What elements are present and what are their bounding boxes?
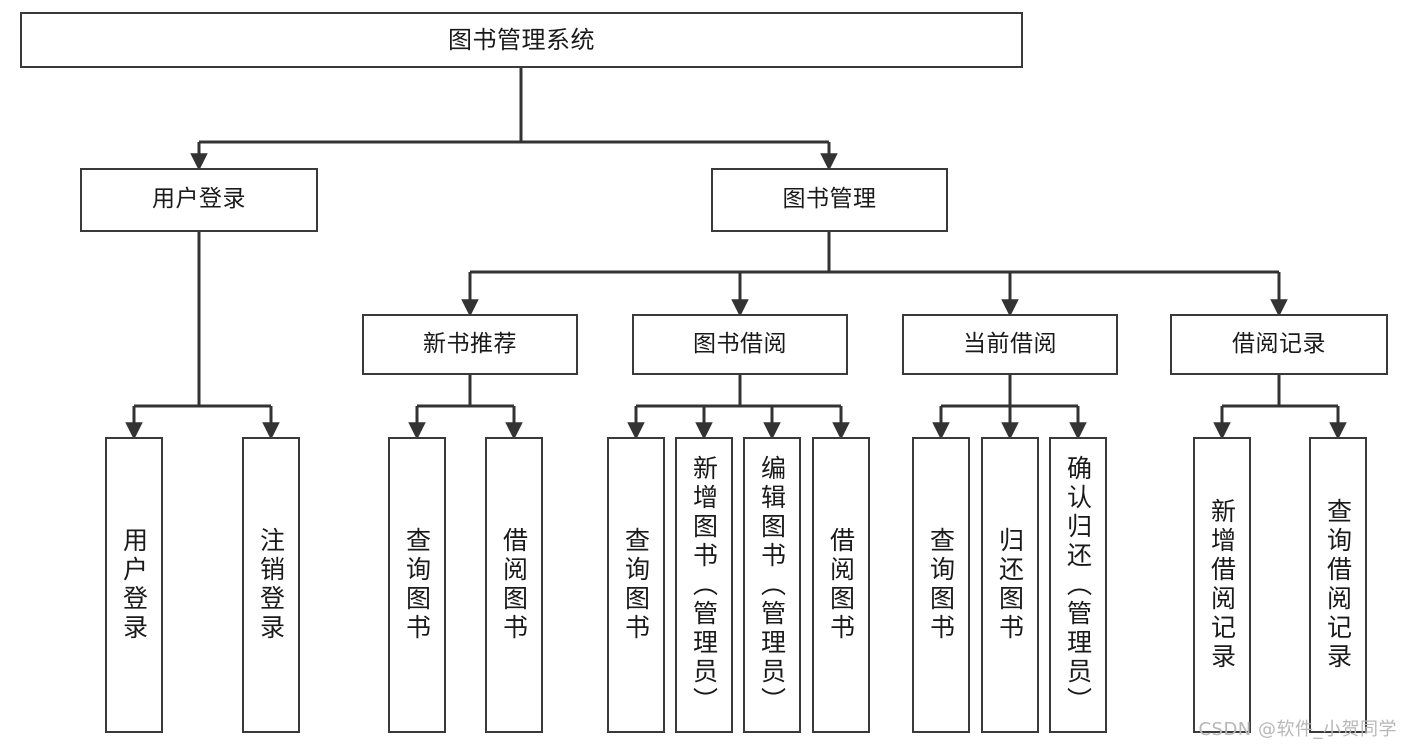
node-borrow-record[interactable]: 借阅记录: [1170, 314, 1388, 375]
node-leaf-query-book-1[interactable]: 查询图书: [388, 437, 446, 733]
node-label: 当前借阅: [963, 330, 1057, 357]
node-leaf-user-login[interactable]: 用户登录: [105, 437, 163, 733]
node-book-manage[interactable]: 图书管理: [711, 168, 948, 232]
node-label: 归还图书: [995, 527, 1025, 643]
node-leaf-borrow-book-1[interactable]: 借阅图书: [485, 437, 543, 733]
node-current-borrow[interactable]: 当前借阅: [902, 314, 1118, 375]
node-label: 查询图书: [621, 527, 651, 643]
node-label: 确认归还（管理员）: [1063, 454, 1093, 716]
node-label: 图书管理: [782, 186, 877, 213]
node-label: 查询借阅记录: [1323, 498, 1353, 672]
node-label: 用户登录: [152, 186, 246, 213]
node-label: 借阅图书: [826, 527, 856, 643]
node-label: 编辑图书（管理员）: [757, 454, 787, 716]
node-leaf-add-book[interactable]: 新增图书（管理员）: [675, 437, 733, 733]
node-label: 新增图书（管理员）: [689, 454, 719, 716]
node-book-borrow[interactable]: 图书借阅: [632, 314, 848, 375]
node-leaf-borrow-book-2[interactable]: 借阅图书: [812, 437, 870, 733]
node-user-login[interactable]: 用户登录: [80, 168, 318, 232]
watermark-text: CSDN @软件_小贺同学: [1198, 719, 1397, 740]
node-label: 新增借阅记录: [1207, 498, 1237, 672]
node-label: 查询图书: [926, 527, 956, 643]
node-label: 新书推荐: [423, 330, 517, 357]
node-leaf-confirm-return[interactable]: 确认归还（管理员）: [1049, 437, 1107, 733]
node-leaf-edit-book[interactable]: 编辑图书（管理员）: [743, 437, 801, 733]
node-leaf-query-book-3[interactable]: 查询图书: [912, 437, 970, 733]
node-label: 用户登录: [119, 527, 149, 643]
node-root-system[interactable]: 图书管理系统: [20, 12, 1023, 68]
node-leaf-add-record[interactable]: 新增借阅记录: [1193, 437, 1251, 733]
node-label: 查询图书: [402, 527, 432, 643]
node-leaf-query-book-2[interactable]: 查询图书: [607, 437, 665, 733]
node-leaf-logout-login[interactable]: 注销登录: [242, 437, 300, 733]
node-label: 借阅记录: [1232, 330, 1326, 357]
node-label: 图书借阅: [693, 330, 787, 357]
node-label: 图书管理系统: [448, 25, 595, 54]
node-label: 借阅图书: [499, 527, 529, 643]
node-label: 注销登录: [256, 527, 286, 643]
node-new-book-recommend[interactable]: 新书推荐: [362, 314, 578, 375]
node-leaf-query-record[interactable]: 查询借阅记录: [1309, 437, 1367, 733]
node-leaf-return-book[interactable]: 归还图书: [981, 437, 1039, 733]
